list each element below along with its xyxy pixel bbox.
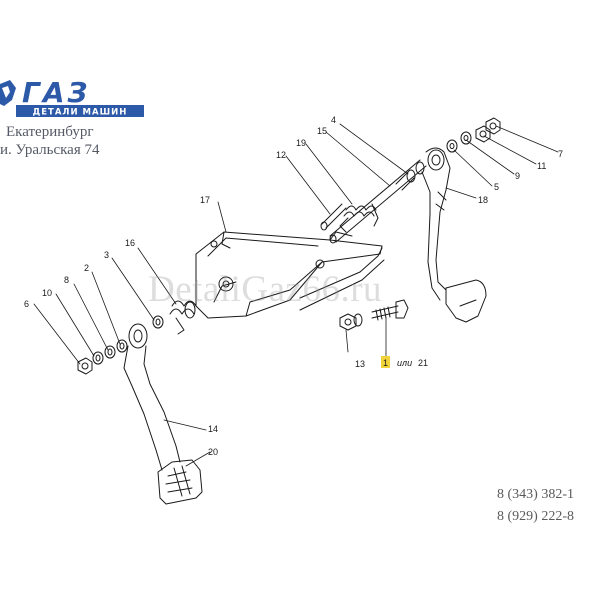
callout-2: 2: [84, 263, 89, 273]
callout-1: 1: [383, 358, 388, 368]
callout-3: 3: [104, 250, 109, 260]
part-1-highlight: [381, 356, 390, 368]
phone-number-2: 8 (929) 222-8: [497, 509, 574, 524]
callout-8: 8: [64, 275, 69, 285]
brake-pedal: [421, 147, 487, 323]
callout-12: 12: [276, 150, 286, 160]
logo-subtitle: ДЕТАЛИ МАШИН: [33, 108, 128, 118]
site-watermark: DetaliGaz66.ru: [148, 269, 383, 310]
gaz-logo: ГАЗ ДЕТАЛИ МАШИН: [0, 76, 150, 122]
callout-9: 9: [515, 171, 520, 181]
pedal-bracket: [195, 231, 385, 319]
pedal-shaft: [329, 159, 427, 244]
callout-alt-word: или: [397, 358, 412, 368]
callout-6: 6: [24, 299, 29, 309]
logo-subtitle-bar: [16, 105, 144, 117]
callout-16: 16: [125, 238, 135, 248]
callout-4: 4: [331, 115, 336, 125]
deer-emblem-icon: [0, 80, 16, 106]
pin-12: [320, 203, 347, 231]
callout-17: 17: [200, 195, 210, 205]
callout-labels: 4 15 19 12 17 16 3 2 8 10 6 7 11 9 5 18 …: [24, 115, 563, 457]
callout-21: 21: [418, 358, 428, 368]
callout-15: 15: [317, 126, 327, 136]
return-spring-lower: [169, 300, 197, 335]
callout-19: 19: [296, 138, 306, 148]
callout-11: 11: [537, 161, 546, 171]
address-text: и. Уральская 74: [0, 142, 100, 158]
callout-7: 7: [558, 149, 563, 159]
callout-20: 20: [208, 447, 218, 457]
clutch-pedal: [123, 315, 203, 505]
city-text: Екатеринбург: [6, 124, 94, 140]
adjust-bolt: [339, 299, 409, 331]
logo-text: ГАЗ: [22, 78, 90, 109]
phone-number-1: 8 (343) 382-1: [497, 487, 574, 502]
leader-lines: [33, 123, 559, 467]
callout-10: 10: [42, 288, 52, 298]
callout-18: 18: [478, 195, 488, 205]
callout-14: 14: [208, 424, 218, 434]
lower-fasteners: [77, 339, 128, 375]
return-spring-upper: [339, 203, 379, 233]
callout-13: 13: [355, 359, 365, 369]
callout-5: 5: [494, 182, 499, 192]
upper-fasteners: [446, 117, 501, 153]
